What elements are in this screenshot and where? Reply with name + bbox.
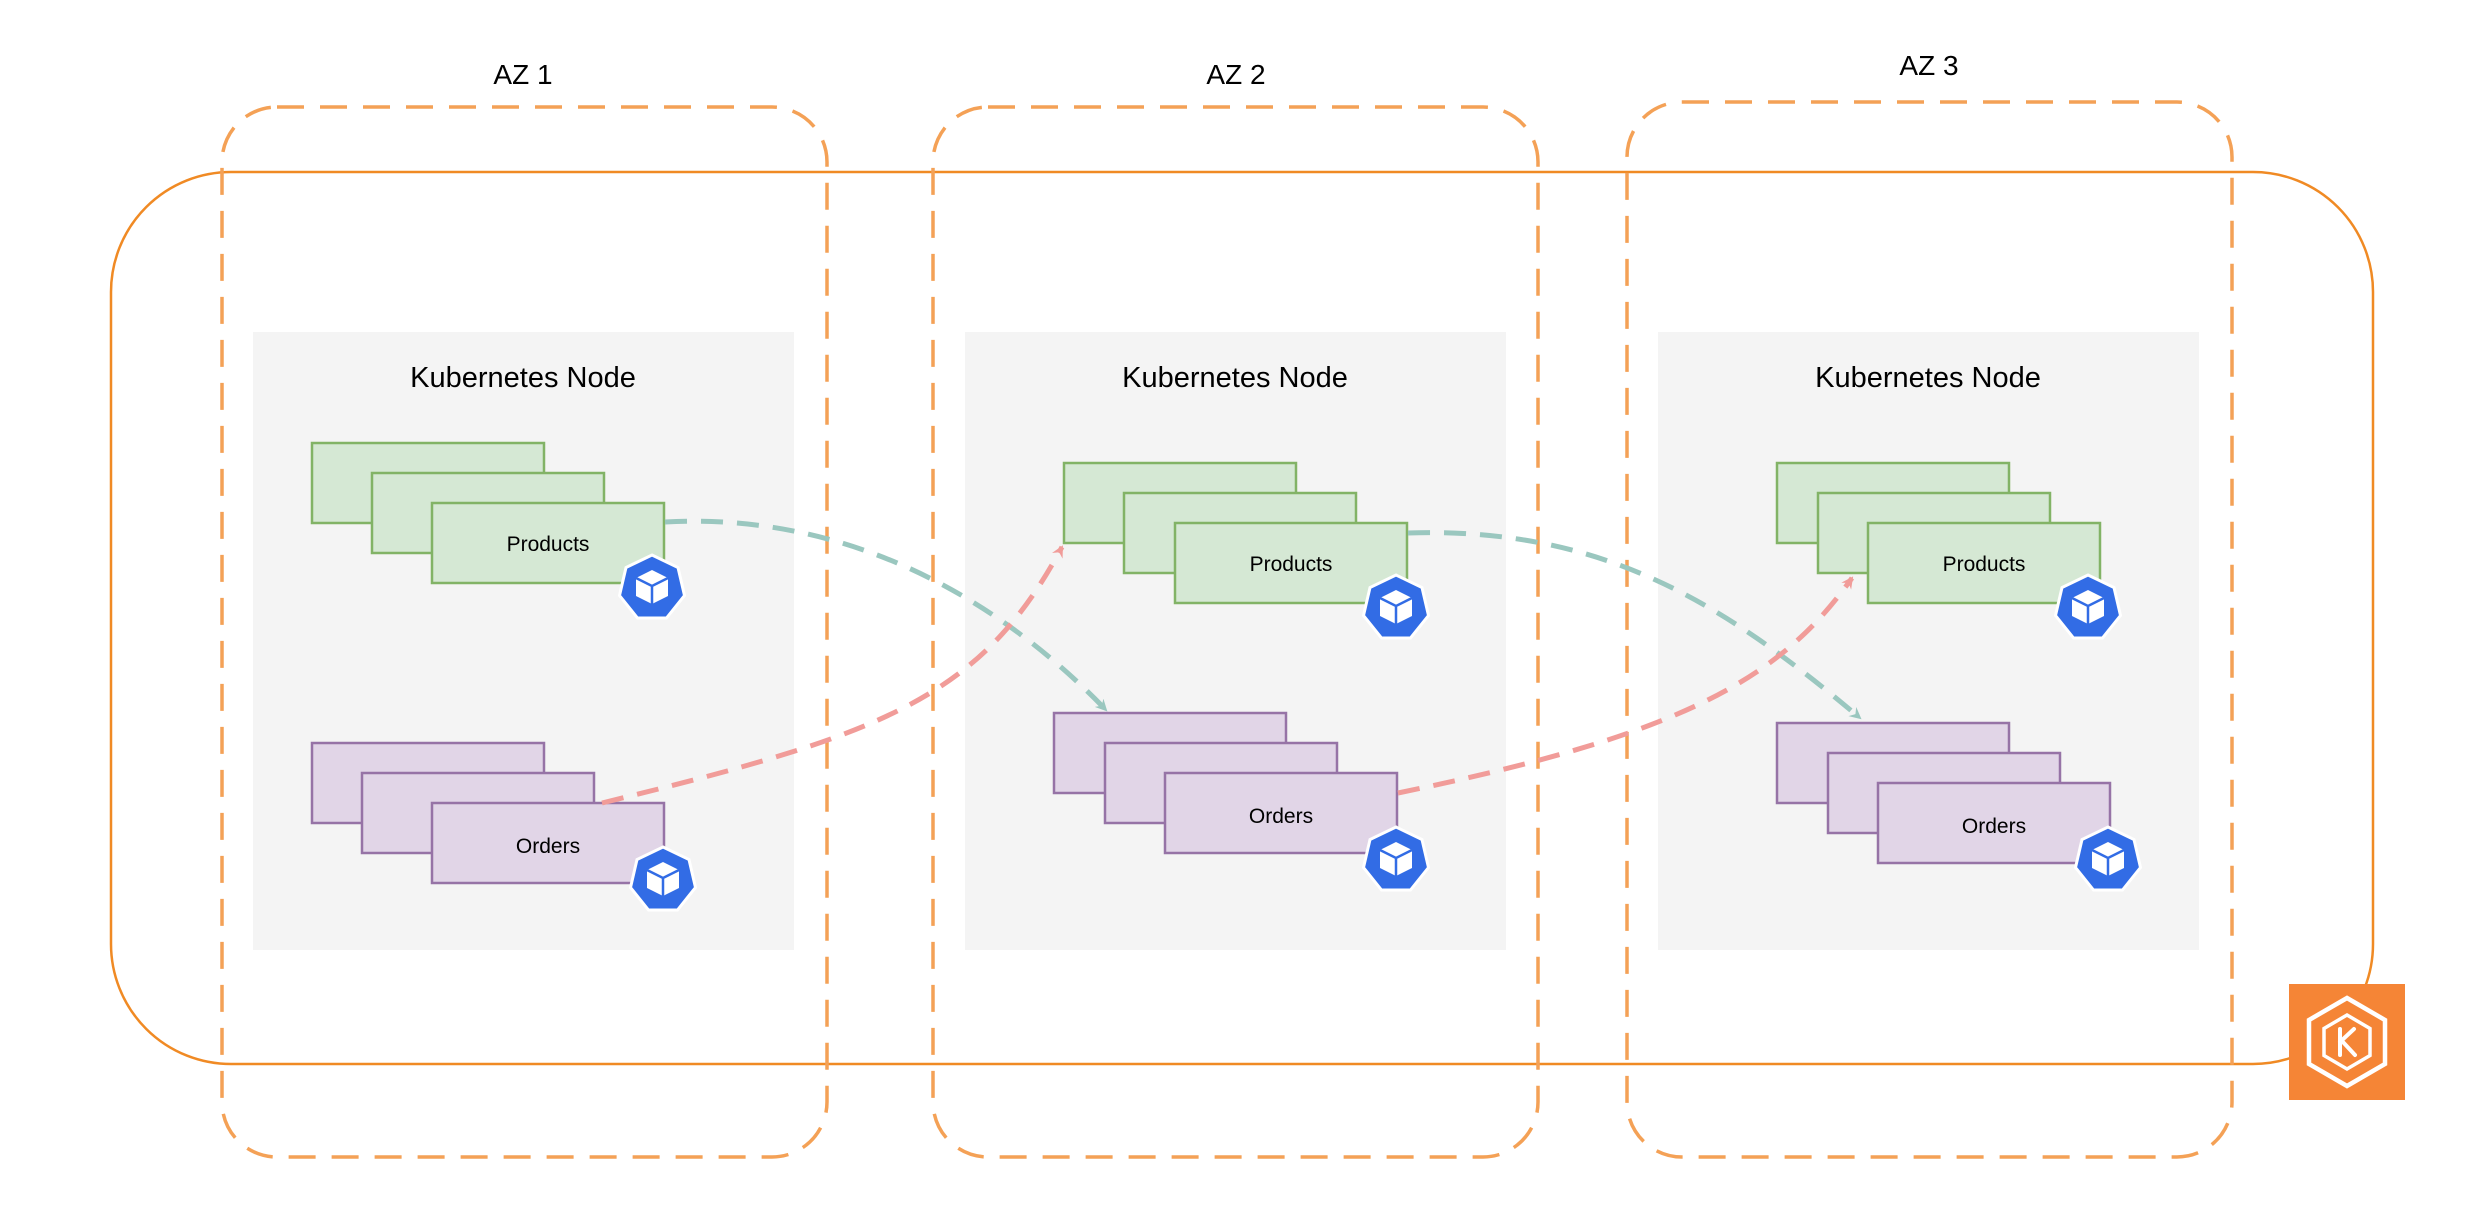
- amazon-eks-icon: [2289, 984, 2405, 1100]
- kubernetes-node-3: Kubernetes Node Products Orders: [1658, 332, 2199, 950]
- node-title: Kubernetes Node: [1815, 362, 2041, 394]
- arrow-products-az2-to-orders-az3: [1407, 530, 1862, 720]
- kubernetes-pod-icon: [1362, 825, 1430, 892]
- kubernetes-pod-icon: [1362, 573, 1430, 640]
- kubernetes-pod-icon: [618, 553, 686, 620]
- orders-deployment: Orders: [1052, 711, 1430, 892]
- az-label: AZ 2: [1206, 59, 1265, 90]
- eks-cluster-boundary: [109, 170, 2375, 1066]
- orders-deployment: Orders: [1775, 721, 2142, 892]
- node-title: Kubernetes Node: [1122, 362, 1348, 394]
- arrow-orders-az2-to-products-az3: [1397, 576, 1855, 796]
- availability-zone-1: AZ 1: [220, 59, 829, 1159]
- orders-label: Orders: [516, 835, 580, 858]
- orders-pod: [1163, 771, 1399, 855]
- products-label: Products: [1943, 553, 2026, 576]
- orders-label: Orders: [1249, 805, 1313, 828]
- products-deployment: Products: [1775, 461, 2122, 640]
- products-deployment: Products: [310, 441, 686, 620]
- kubernetes-node-2: Kubernetes Node Products Orders: [965, 332, 1506, 950]
- az-label: AZ 3: [1899, 50, 1958, 81]
- availability-zone-3: AZ 3: [1625, 50, 2234, 1159]
- orders-deployment: Orders: [310, 741, 697, 912]
- orders-pod: [430, 801, 666, 885]
- orders-pod: [1876, 781, 2112, 865]
- kubernetes-pod-icon: [629, 845, 697, 912]
- orders-label: Orders: [1962, 815, 2026, 838]
- arrow-products-az1-to-orders-az2: [664, 518, 1108, 712]
- kubernetes-node-1: Kubernetes Node Products Orders: [253, 332, 794, 950]
- products-label: Products: [507, 533, 590, 556]
- az-label: AZ 1: [493, 59, 552, 90]
- availability-zone-2: AZ 2: [931, 59, 1540, 1159]
- kubernetes-pod-icon: [2074, 825, 2142, 892]
- kubernetes-pod-icon: [2054, 573, 2122, 640]
- products-label: Products: [1250, 553, 1333, 576]
- node-title: Kubernetes Node: [410, 362, 636, 394]
- products-deployment: Products: [1062, 461, 1430, 640]
- arrow-orders-az1-to-products-az2: [601, 545, 1065, 806]
